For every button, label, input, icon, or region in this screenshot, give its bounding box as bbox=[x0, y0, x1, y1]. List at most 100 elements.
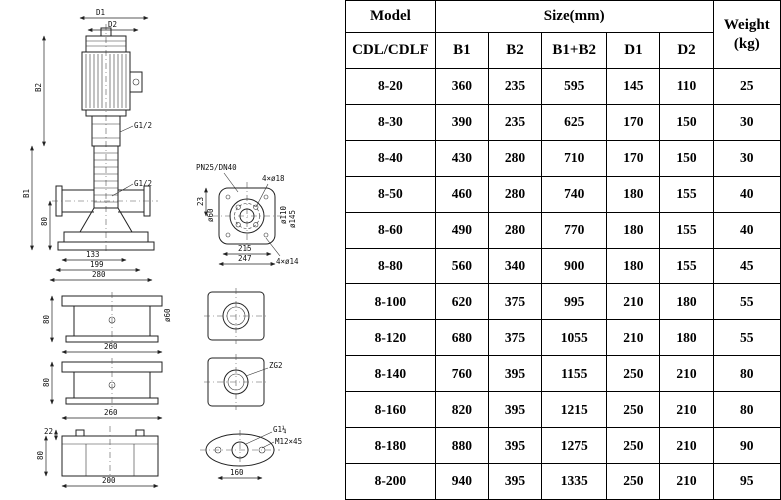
dim-80-b-label: 80 bbox=[42, 377, 51, 387]
cell-b1b2: 1335 bbox=[541, 462, 608, 500]
cell-b1b2: 1215 bbox=[541, 391, 608, 429]
table-row: 8-180 880 395 1275 250 210 90 bbox=[345, 427, 781, 464]
cell-model: 8-100 bbox=[345, 283, 436, 321]
cell-model: 8-20 bbox=[345, 68, 436, 105]
cell-d2: 110 bbox=[659, 68, 714, 105]
cell-b1b2: 1275 bbox=[541, 427, 608, 464]
header-model: Model bbox=[345, 0, 436, 33]
dimension-table-pane: Model Size(mm) Weight (kg) CDL/CDLF B1 B… bbox=[345, 0, 781, 500]
technical-drawing-pane: D1 D2 B2 B1 80 G1/2 G1/2 133 199 280 bbox=[0, 0, 345, 500]
table-row: 8-50 460 280 740 180 155 40 bbox=[345, 175, 781, 213]
cell-model: 8-120 bbox=[345, 319, 436, 357]
flange-top-view: PN25/DN40 4×ø18 ø60 ø110 bbox=[196, 163, 299, 266]
table-row: 8-30 390 235 625 170 150 30 bbox=[345, 103, 781, 141]
cell-weight: 80 bbox=[712, 355, 781, 393]
cell-b1: 360 bbox=[434, 68, 489, 105]
dim-22-label: 22 bbox=[44, 427, 53, 436]
cell-b2: 395 bbox=[487, 355, 543, 393]
dia-60-flange-label: ø60 bbox=[206, 208, 215, 222]
dim-b2-label: B2 bbox=[34, 83, 43, 92]
cell-d1: 170 bbox=[606, 103, 661, 141]
header-d1: D1 bbox=[606, 32, 661, 69]
dim-199-label: 199 bbox=[90, 260, 104, 269]
cell-b2: 280 bbox=[487, 175, 543, 213]
dia-145-label: ø145 bbox=[288, 210, 297, 228]
cell-weight: 80 bbox=[712, 391, 781, 429]
cell-d1: 250 bbox=[606, 391, 661, 429]
dim-247-label: 247 bbox=[238, 254, 252, 263]
g114-label: G1¼ bbox=[273, 425, 287, 434]
cell-model: 8-160 bbox=[345, 391, 436, 429]
dia-110-label: ø110 bbox=[279, 205, 288, 224]
dim-23-label: 23 bbox=[196, 197, 205, 206]
cell-model: 8-40 bbox=[345, 139, 436, 177]
cell-model: 8-30 bbox=[345, 103, 436, 141]
cell-d2: 210 bbox=[659, 427, 714, 464]
cell-d1: 145 bbox=[606, 68, 661, 105]
cell-b2: 375 bbox=[487, 283, 543, 321]
cell-b1: 760 bbox=[434, 355, 489, 393]
cell-model: 8-80 bbox=[345, 247, 436, 285]
cell-d1: 210 bbox=[606, 319, 661, 357]
cell-b1: 460 bbox=[434, 175, 489, 213]
cell-b2: 395 bbox=[487, 391, 543, 429]
cell-weight: 30 bbox=[712, 139, 781, 177]
cell-b1: 490 bbox=[434, 211, 489, 249]
cell-model: 8-140 bbox=[345, 355, 436, 393]
g12-lower-label: G1/2 bbox=[134, 179, 152, 188]
cell-weight: 55 bbox=[712, 319, 781, 357]
cell-d1: 180 bbox=[606, 175, 661, 213]
pedestal-view: 22 80 200 G1¼ M12×45 160 bbox=[36, 425, 302, 488]
bolt-4x14-label: 4×ø14 bbox=[276, 257, 299, 266]
header-b1b2: B1+B2 bbox=[541, 32, 608, 69]
cell-weight: 40 bbox=[712, 211, 781, 249]
dim-260-b-label: 260 bbox=[104, 408, 118, 417]
dim-d1-label: D1 bbox=[96, 8, 105, 17]
header-cdl-cdlf: CDL/CDLF bbox=[345, 32, 436, 69]
pump-front-dimensions: D1 D2 B2 B1 80 G1/2 G1/2 133 199 280 bbox=[22, 8, 153, 282]
cell-d1: 250 bbox=[606, 427, 661, 464]
dim-d2-label: D2 bbox=[108, 20, 117, 29]
cell-model: 8-60 bbox=[345, 211, 436, 249]
cell-b1: 820 bbox=[434, 391, 489, 429]
cell-weight: 45 bbox=[712, 247, 781, 285]
header-b2: B2 bbox=[487, 32, 543, 69]
cell-b2: 280 bbox=[487, 211, 543, 249]
table-row: 8-100 620 375 995 210 180 55 bbox=[345, 283, 781, 321]
table-row: 8-200 940 395 1335 250 210 95 bbox=[345, 462, 781, 500]
table-row: 8-160 820 395 1215 250 210 80 bbox=[345, 391, 781, 429]
cell-d2: 210 bbox=[659, 355, 714, 393]
cell-b1b2: 625 bbox=[541, 103, 608, 141]
cell-weight: 30 bbox=[712, 103, 781, 141]
cell-b1b2: 1055 bbox=[541, 319, 608, 357]
cell-b2: 375 bbox=[487, 319, 543, 357]
cell-b1: 430 bbox=[434, 139, 489, 177]
cell-d1: 180 bbox=[606, 247, 661, 285]
table-row: 8-40 430 280 710 170 150 30 bbox=[345, 139, 781, 177]
dim-80-c-label: 80 bbox=[36, 450, 45, 460]
dimension-table: Model Size(mm) Weight (kg) CDL/CDLF B1 B… bbox=[345, 0, 781, 500]
cell-weight: 40 bbox=[712, 175, 781, 213]
pump-technical-drawing: D1 D2 B2 B1 80 G1/2 G1/2 133 199 280 bbox=[22, 8, 302, 488]
cell-model: 8-200 bbox=[345, 462, 436, 500]
dim-260-a-label: 260 bbox=[104, 342, 118, 351]
cell-b1b2: 770 bbox=[541, 211, 608, 249]
header-weight-unit: (kg) bbox=[733, 35, 760, 52]
cell-b1b2: 1155 bbox=[541, 355, 608, 393]
dim-80-a-label: 80 bbox=[42, 314, 51, 324]
cell-weight: 90 bbox=[712, 427, 781, 464]
cell-d1: 170 bbox=[606, 139, 661, 177]
dia-60-bracket-label: ø60 bbox=[163, 308, 172, 322]
table-row: 8-80 560 340 900 180 155 45 bbox=[345, 247, 781, 285]
cell-d2: 150 bbox=[659, 139, 714, 177]
header-d2: D2 bbox=[659, 32, 714, 69]
cell-b2: 280 bbox=[487, 139, 543, 177]
bracket-view-a: ø60 80 260 bbox=[42, 288, 268, 354]
dim-280-label: 280 bbox=[92, 270, 106, 279]
cell-b1: 390 bbox=[434, 103, 489, 141]
cell-weight: 55 bbox=[712, 283, 781, 321]
cell-d1: 210 bbox=[606, 283, 661, 321]
m12x45-label: M12×45 bbox=[275, 437, 302, 446]
dim-160-label: 160 bbox=[230, 468, 244, 477]
bolt-4x18-label: 4×ø18 bbox=[262, 174, 285, 183]
